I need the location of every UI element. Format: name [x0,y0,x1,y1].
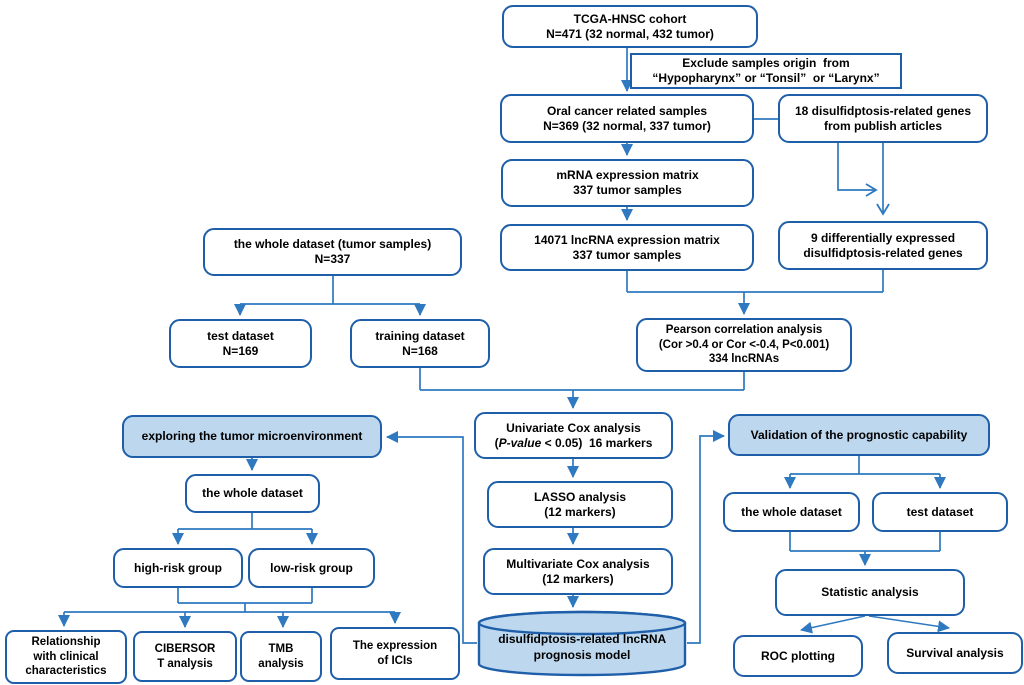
box-oral-cancer-samples: Oral cancer related samples N=369 (32 no… [500,94,754,143]
note-exclude-samples: Exclude samples origin from “Hypopharynx… [630,53,902,89]
connector-lines [64,270,941,613]
cylinder-label: disulfidptosis-related lncRNA prognosis … [498,632,666,662]
box-lasso-analysis: LASSO analysis (12 markers) [487,481,673,528]
box-cibersort-analysis: CIBERSOR T analysis [133,631,237,682]
box-statistic-analysis: Statistic analysis [775,569,965,616]
box-relationship-clinical: Relationship with clinical characteristi… [5,630,127,684]
box-univariate-cox: Univariate Cox analysis (P-value < 0.05)… [474,412,673,459]
box-whole-dataset-tumor: the whole dataset (tumor samples) N=337 [203,228,462,276]
box-9-diff-expressed-genes: 9 differentially expressed disulfidptosi… [778,221,988,270]
box-training-dataset: training dataset N=168 [350,319,490,368]
box-test-dataset-right: test dataset [872,492,1008,532]
box-survival-analysis: Survival analysis [887,632,1023,674]
box-pearson-correlation: Pearson correlation analysis (Cor >0.4 o… [636,318,852,372]
box-tcga-cohort: TCGA-HNSC cohort N=471 (32 normal, 432 t… [502,5,758,48]
box-tmb-analysis: TMB analysis [240,631,322,682]
flow-arrow [868,615,950,633]
box-18-disulfidptosis-genes: 18 disulfidptosis-related genes from pub… [778,94,988,143]
box-lncrna-matrix: 14071 lncRNA expression matrix 337 tumor… [500,224,754,271]
flow-arrow [800,615,866,634]
box-whole-dataset-right: the whole dataset [723,492,860,532]
header-validation-prognostic: Validation of the prognostic capability [728,414,990,456]
box-multivariate-cox: Multivariate Cox analysis (12 markers) [483,548,673,595]
cylinder-shape [477,610,687,677]
box-high-risk-group: high-risk group [113,548,243,588]
box-whole-dataset-left: the whole dataset [185,474,320,513]
cylinder-prognosis-model: disulfidptosis-related lncRNA prognosis … [477,610,687,678]
header-exploring-tme: exploring the tumor microenvironment [122,415,382,458]
box-expression-icis: The expression of ICIs [330,627,460,680]
flow-arrow [386,431,477,644]
box-low-risk-group: low-risk group [248,548,375,588]
box-mrna-matrix: mRNA expression matrix 337 tumor samples [501,159,754,207]
box-roc-plotting: ROC plotting [733,635,863,677]
flow-arrow [687,430,725,644]
box-test-dataset: test dataset N=169 [169,319,312,368]
